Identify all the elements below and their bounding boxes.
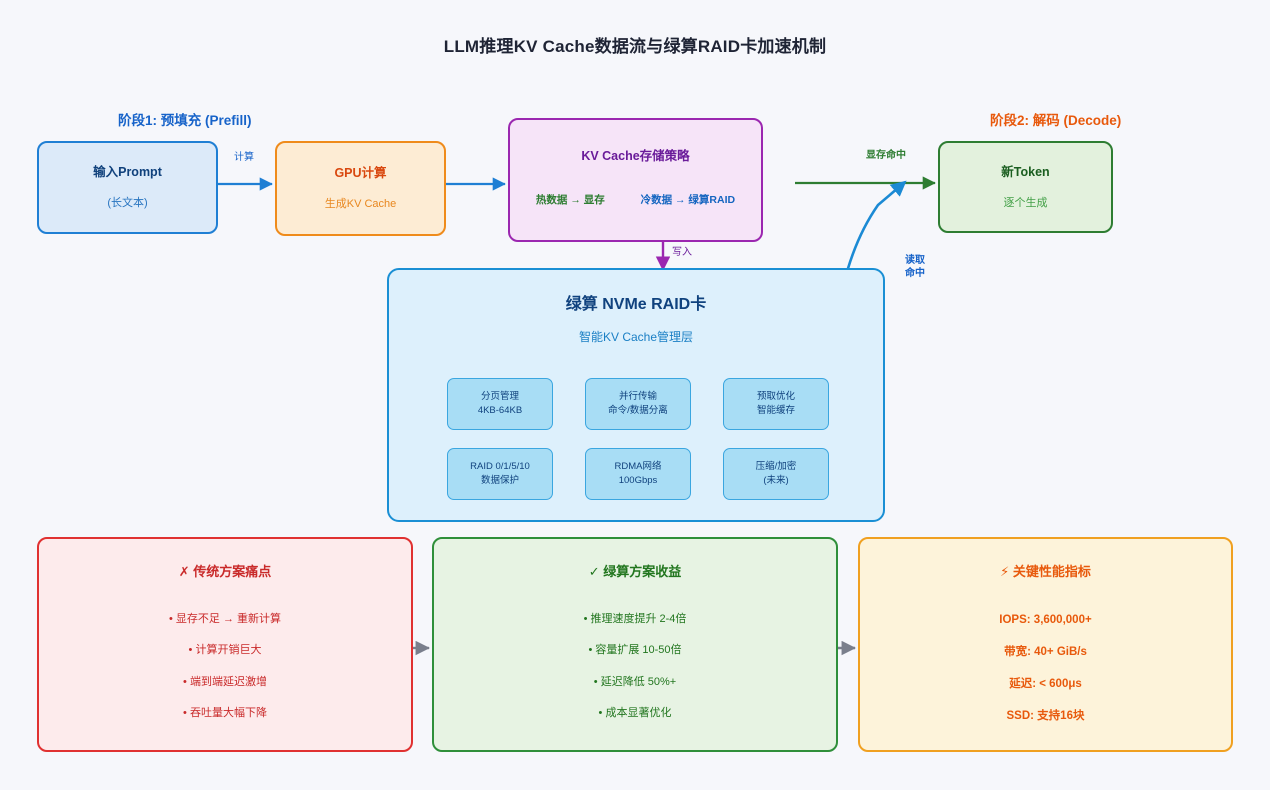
panel-metrics-item: SSD: 支持16块 bbox=[1006, 710, 1085, 723]
node-gpu-compute-title: GPU计算 bbox=[334, 166, 387, 181]
panel-gain-item: • 容量扩展 10-50倍 bbox=[588, 644, 682, 657]
raid-feature-line2: 智能缓存 bbox=[756, 405, 795, 416]
page-title: LLM推理KV Cache数据流与绿算RAID卡加速机制 bbox=[443, 37, 827, 56]
edge-label-memory-hit: 显存命中 bbox=[866, 150, 906, 161]
panel-pain-item: • 显存不足 → 重新计算 bbox=[168, 613, 282, 625]
edge-label-read-hit: 读取 命中 bbox=[905, 255, 925, 280]
node-kvcache-strategy-title: KV Cache存储策略 bbox=[581, 149, 690, 163]
raid-feature-grid: 分页管理 4KB-64KB 并行传输 命令/数据分离 预取优化 智能缓存 RAI… bbox=[395, 378, 881, 500]
node-input-prompt-title: 输入Prompt bbox=[93, 165, 162, 180]
edge-label-read-hit-line2: 命中 bbox=[905, 267, 925, 279]
panel-solution-benefits[interactable]: ✓ 绿算方案收益 • 推理速度提升 2-4倍 • 容量扩展 10-50倍 • 延… bbox=[432, 537, 838, 752]
raid-feature-box[interactable]: RAID 0/1/5/10 数据保护 bbox=[447, 448, 553, 500]
raid-feature-line2: 4KB-64KB bbox=[477, 405, 523, 416]
raid-feature-line1: 预取优化 bbox=[756, 391, 795, 403]
raid-card-subtitle: 智能KV Cache管理层 bbox=[578, 330, 694, 344]
panel-gain-title: ✓ 绿算方案收益 bbox=[588, 564, 682, 579]
panel-traditional-pain-points[interactable]: ✗ 传统方案痛点 • 显存不足 → 重新计算 • 计算开销巨大 • 端到端延迟激… bbox=[37, 537, 413, 752]
node-gpu-compute[interactable]: GPU计算 生成KV Cache bbox=[275, 141, 446, 236]
phase-label-prefill: 阶段1: 预填充 (Prefill) bbox=[118, 113, 252, 128]
edge-label-read-hit-line1: 读取 bbox=[905, 255, 925, 266]
panel-pain-title: ✗ 传统方案痛点 bbox=[178, 564, 272, 579]
kvcache-hot-path-label: 热数据 → 显存 bbox=[535, 194, 605, 207]
panel-metrics-item: 延迟: < 600μs bbox=[1009, 678, 1082, 691]
raid-feature-line1: 压缩/加密 bbox=[755, 461, 797, 473]
node-gpu-compute-subtitle: 生成KV Cache bbox=[324, 198, 397, 211]
kvcache-strategy-row: 热数据 → 显存 冷数据 → 绿算RAID bbox=[510, 192, 761, 207]
raid-feature-line1: RDMA网络 bbox=[614, 461, 662, 473]
edge-label-write: 写入 bbox=[672, 247, 692, 258]
node-input-prompt[interactable]: 输入Prompt (长文本) bbox=[37, 141, 218, 234]
node-new-token[interactable]: 新Token 逐个生成 bbox=[938, 141, 1113, 233]
panel-pain-item: • 计算开销巨大 bbox=[188, 644, 262, 657]
raid-card-title: 绿算 NVMe RAID卡 bbox=[565, 296, 707, 313]
raid-feature-line1: 并行传输 bbox=[618, 391, 657, 403]
panel-pain-item: • 吞吐量大幅下降 bbox=[183, 707, 267, 720]
raid-feature-line1: RAID 0/1/5/10 bbox=[470, 461, 530, 473]
raid-feature-line1: 分页管理 bbox=[480, 391, 519, 403]
panel-key-performance-metrics[interactable]: ⚡ 关键性能指标 IOPS: 3,600,000+ 带宽: 40+ GiB/s … bbox=[858, 537, 1233, 752]
raid-feature-line2: (未来) bbox=[763, 475, 789, 486]
raid-feature-box[interactable]: 压缩/加密 (未来) bbox=[723, 448, 829, 500]
node-new-token-subtitle: 逐个生成 bbox=[1003, 196, 1048, 209]
raid-feature-box[interactable]: RDMA网络 100Gbps bbox=[585, 448, 691, 500]
node-input-prompt-subtitle: (长文本) bbox=[107, 197, 148, 210]
panel-metrics-item: IOPS: 3,600,000+ bbox=[999, 614, 1092, 626]
raid-feature-line2: 命令/数据分离 bbox=[608, 405, 668, 416]
panel-metrics-title: ⚡ 关键性能指标 bbox=[1000, 564, 1091, 579]
raid-card-container[interactable]: 绿算 NVMe RAID卡 智能KV Cache管理层 分页管理 4KB-64K… bbox=[387, 268, 885, 522]
raid-feature-box[interactable]: 预取优化 智能缓存 bbox=[723, 378, 829, 430]
raid-feature-line2: 100Gbps bbox=[618, 475, 658, 486]
panel-gain-item: • 推理速度提升 2-4倍 bbox=[583, 613, 687, 625]
panel-gain-item: • 成本显著优化 bbox=[598, 707, 672, 720]
panel-pain-item: • 端到端延迟激增 bbox=[183, 675, 267, 688]
node-kvcache-strategy[interactable]: KV Cache存储策略 热数据 → 显存 冷数据 → 绿算RAID bbox=[508, 118, 763, 242]
raid-feature-line2: 数据保护 bbox=[480, 475, 519, 486]
phase-label-decode: 阶段2: 解码 (Decode) bbox=[990, 113, 1122, 128]
panel-gain-item: • 延迟降低 50%+ bbox=[593, 675, 677, 688]
raid-feature-box[interactable]: 分页管理 4KB-64KB bbox=[447, 378, 553, 430]
panel-metrics-item: 带宽: 40+ GiB/s bbox=[1004, 646, 1087, 659]
kvcache-cold-path-label: 冷数据 → 绿算RAID bbox=[640, 194, 736, 207]
node-new-token-title: 新Token bbox=[1001, 164, 1050, 179]
raid-feature-box[interactable]: 并行传输 命令/数据分离 bbox=[585, 378, 691, 430]
edge-label-compute: 计算 bbox=[234, 152, 254, 163]
